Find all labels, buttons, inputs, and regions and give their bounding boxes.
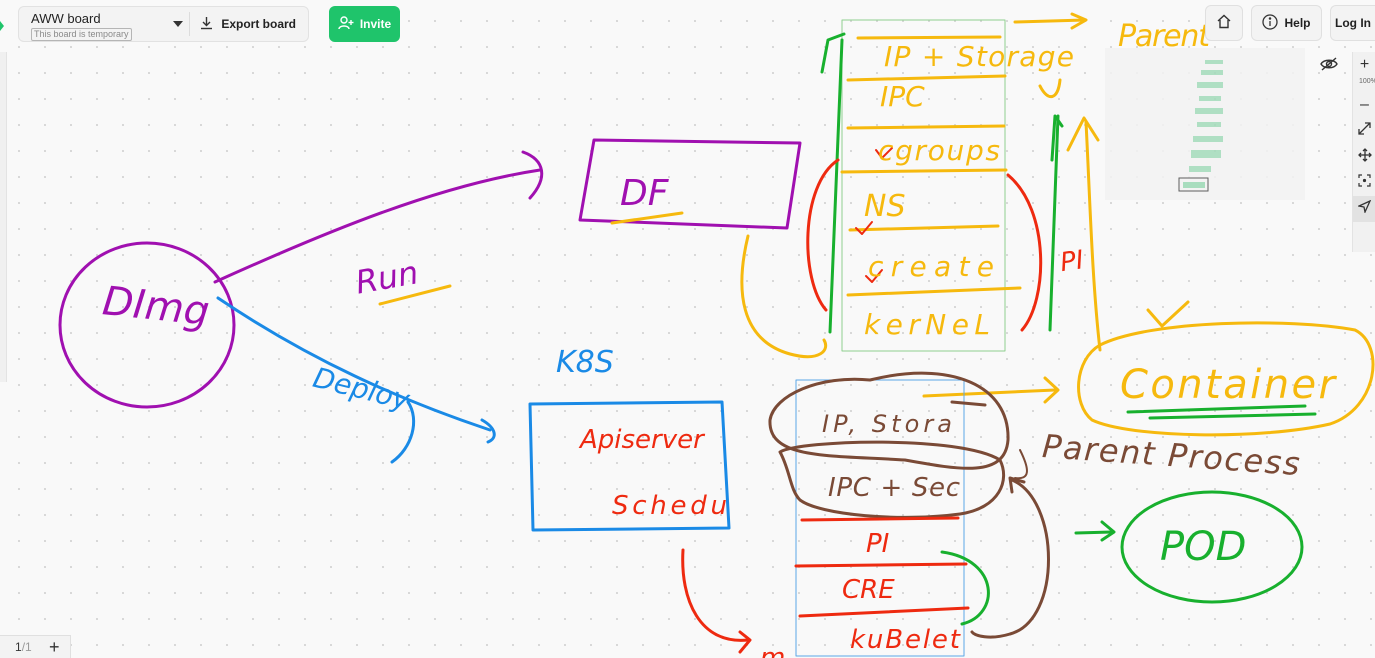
label-parent-process: Parent Process (1041, 427, 1301, 483)
yellow-check (1146, 300, 1190, 328)
deploy-arrow (216, 296, 492, 432)
df-box (578, 138, 802, 230)
pod-layer-ip-storage: IP, Stora (822, 410, 952, 438)
invite-label: Invite (359, 17, 392, 31)
minus-icon: – (1360, 96, 1369, 113)
hide-minimap-button[interactable] (1316, 55, 1342, 77)
minimap-preview (1178, 60, 1223, 192)
board-menu: AWW board This board is temporary Export… (18, 6, 309, 42)
minimap[interactable] (1105, 48, 1305, 200)
board-header: AWW board This board is temporary Export… (18, 6, 400, 42)
container-layer-kernel: kerNeL (864, 308, 990, 341)
add-user-icon (338, 15, 354, 33)
container-layer-cgroups: cgroups (878, 134, 1000, 167)
yellow-up-arrow (1084, 120, 1102, 352)
center-button[interactable] (1353, 170, 1375, 196)
container-layer-create: create (868, 250, 994, 283)
left-tool-indicator (0, 18, 4, 31)
label-deploy: Deploy (310, 361, 414, 417)
login-label: Log In (1335, 16, 1371, 30)
label-container: Container (1120, 362, 1338, 408)
add-page-button[interactable]: + (45, 638, 60, 656)
red-bracket-left (806, 158, 840, 312)
help-label: Help (1284, 16, 1311, 30)
export-board-label: Export board (221, 17, 296, 31)
current-page: 1 (15, 640, 22, 654)
container-layer-ip-storage: IP + Storage (884, 40, 1074, 73)
pointer-button[interactable] (1353, 196, 1375, 222)
label-df: DF (620, 173, 670, 214)
pod-layer-ipc-sec: IPC + Sec (828, 473, 960, 503)
login-button[interactable]: Log In (1330, 5, 1375, 41)
container-layer-ns: NS (864, 189, 905, 224)
green-up-arrow-right (1048, 114, 1060, 332)
brown-bubble-top (768, 371, 1010, 470)
board-name-area[interactable]: AWW board This board is temporary (19, 7, 167, 41)
brown-bubble-bottom (778, 440, 1006, 519)
pod-stack-guide (795, 379, 965, 657)
pod-ellipse (1120, 490, 1304, 604)
invite-button[interactable]: Invite (329, 6, 400, 42)
label-pi-vertical: PI (1058, 245, 1085, 278)
label-k8s: K8S (556, 345, 614, 380)
board-temporary-badge: This board is temporary (31, 28, 132, 41)
expand-icon (1358, 122, 1371, 140)
info-icon (1262, 13, 1279, 33)
k8s-box (528, 400, 731, 532)
page-navigator: 1/1 + (0, 635, 71, 658)
board-title[interactable]: AWW board (31, 11, 101, 26)
export-board-button[interactable]: Export board (190, 7, 308, 41)
green-up-arrow-left (828, 38, 844, 334)
board-menu-chevron-down-icon[interactable] (167, 7, 189, 41)
pointer-icon (1356, 199, 1372, 218)
green-bracket (940, 550, 990, 626)
container-stack-guide (841, 19, 1006, 352)
plus-icon: + (1359, 56, 1370, 73)
pod-arrow (1074, 530, 1114, 535)
label-truncated-bottom: m (760, 643, 785, 658)
left-toolbar-edge[interactable] (0, 52, 7, 382)
pod-layer-pi: PI (866, 529, 889, 559)
pod-layer-kubelet: kuBelet (850, 625, 961, 655)
top-right-toolbar: Help Log In (1205, 5, 1375, 41)
brown-loop (970, 478, 1050, 639)
fit-screen-button[interactable] (1353, 118, 1375, 144)
df-to-stack-curve (740, 234, 827, 359)
home-button[interactable] (1205, 5, 1243, 41)
page-indicator[interactable]: 1/1 (0, 640, 45, 654)
label-docker-image: DImg (100, 278, 211, 335)
container-layer-ipc: IPC (880, 80, 925, 113)
red-bracket-right (1006, 173, 1043, 332)
label-run: Run (353, 253, 421, 301)
label-pod: POD (1160, 524, 1246, 570)
plus-icon: + (49, 637, 60, 657)
docker-image-circle (58, 241, 236, 409)
label-scheduler: Schedu (612, 491, 727, 521)
zoom-out-button[interactable]: – (1353, 92, 1375, 118)
home-icon (1216, 14, 1232, 32)
move-icon (1357, 147, 1372, 167)
eye-off-icon (1320, 56, 1338, 76)
run-arrow (213, 168, 542, 284)
download-icon (200, 16, 213, 33)
focus-icon (1358, 174, 1371, 192)
board-menu-divider (189, 12, 191, 36)
container-ellipse (1077, 321, 1375, 437)
pod-layer-cre: CRE (842, 575, 895, 605)
pan-button[interactable] (1353, 144, 1375, 170)
zoom-panel: + 100% – (1352, 52, 1375, 252)
label-apiserver: Apiserver (578, 425, 706, 455)
zoom-in-button[interactable]: + (1353, 52, 1375, 78)
zoom-level: 100% (1359, 78, 1375, 85)
red-down-arrow (681, 548, 750, 642)
total-pages: /1 (21, 640, 32, 654)
help-button[interactable]: Help (1251, 5, 1322, 41)
